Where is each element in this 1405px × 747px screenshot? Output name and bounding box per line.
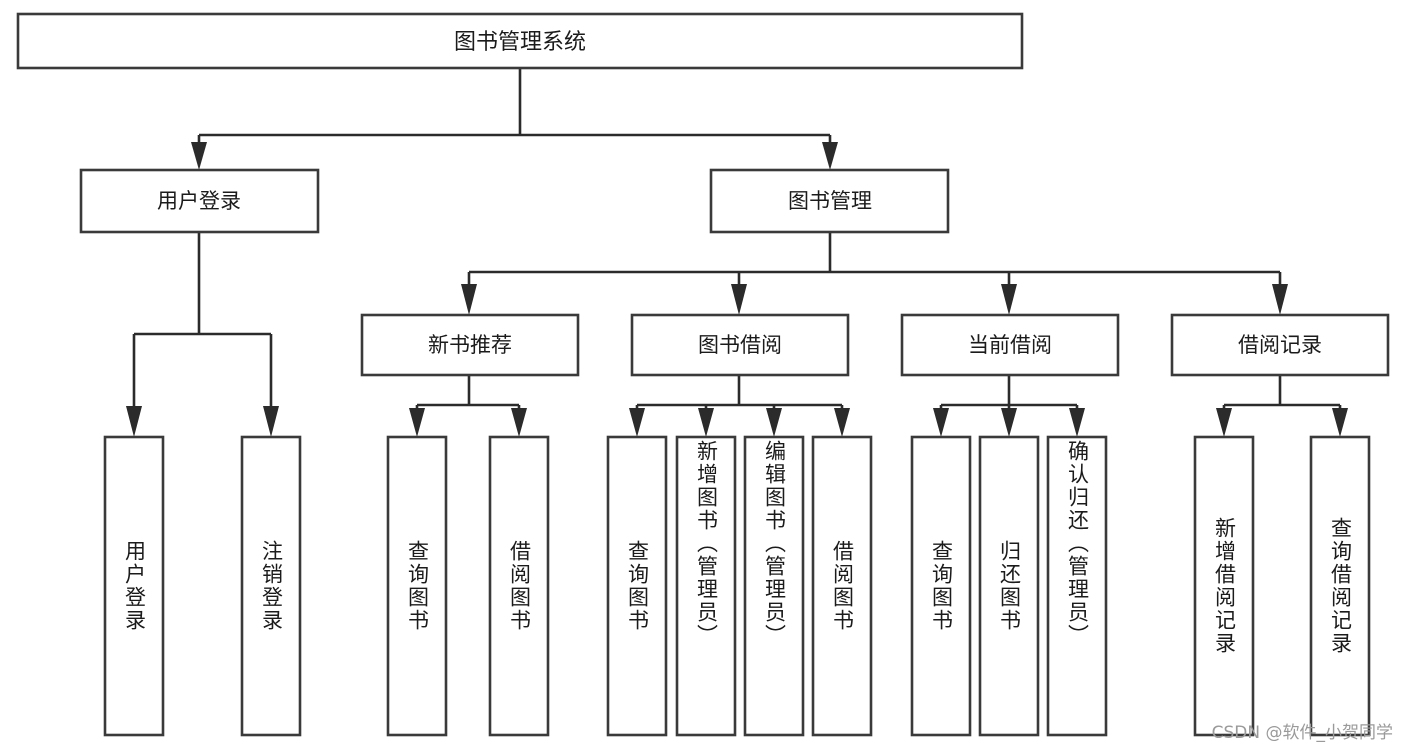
arrow-head-borrow-record-leaf-1	[1216, 408, 1232, 437]
node-book-management[interactable]: 图书管理	[709, 168, 950, 234]
node-root-label: 图书管理系统	[454, 30, 586, 55]
leaf-box-new-book-2[interactable]	[488, 435, 550, 737]
arrow-head-new-book	[461, 284, 477, 315]
node-book-management-box	[709, 168, 950, 234]
connector-group-book-borrow-leaves	[629, 375, 850, 437]
node-book-borrow[interactable]: 图书借阅	[630, 313, 850, 377]
node-book-borrow-box	[630, 313, 850, 377]
arrow-head-current-borrow-leaf-1	[933, 408, 949, 437]
leaf-box-book-borrow-4[interactable]	[811, 435, 873, 737]
leaf-box-current-borrow-2[interactable]	[978, 435, 1040, 737]
arrow-head-new-book-leaf-1	[409, 408, 425, 437]
arrow-head-book-borrow-leaf-1	[629, 408, 645, 437]
arrow-head-current-borrow	[1001, 284, 1017, 315]
node-new-book-recommend[interactable]: 新书推荐	[360, 313, 580, 377]
arrow-head-new-book-leaf-2	[511, 408, 527, 437]
arrow-head-book-borrow-leaf-2	[698, 408, 714, 437]
node-user-login[interactable]: 用户登录	[79, 168, 320, 234]
node-book-management-label: 图书管理	[788, 189, 872, 213]
leaf-box-borrow-record-2[interactable]	[1309, 435, 1371, 737]
arrow-head-book-mgmt	[822, 142, 838, 170]
arrow-head-user-login	[191, 142, 207, 170]
node-root-box	[16, 12, 1024, 70]
node-current-borrow[interactable]: 当前借阅	[900, 313, 1120, 377]
connector-group-root	[191, 68, 838, 170]
node-user-login-box	[79, 168, 320, 234]
connector-group-current-borrow-leaves	[933, 375, 1085, 437]
connector-group-new-book-leaves	[409, 375, 527, 437]
node-book-borrow-label: 图书借阅	[698, 333, 782, 357]
node-current-borrow-label: 当前借阅	[968, 333, 1052, 357]
leaf-box-user-login-2[interactable]	[240, 435, 302, 737]
node-current-borrow-box	[900, 313, 1120, 377]
node-borrow-record-box	[1170, 313, 1390, 377]
leaf-box-book-borrow-1[interactable]	[606, 435, 668, 737]
arrow-head-book-borrow-leaf-3	[766, 408, 782, 437]
arrow-head-current-borrow-leaf-3	[1069, 408, 1085, 437]
node-user-login-label: 用户登录	[157, 189, 241, 213]
leaf-box-new-book-1[interactable]	[386, 435, 448, 737]
arrow-head-book-borrow	[731, 284, 747, 315]
connector-group-user-login-leaves	[126, 232, 279, 437]
arrow-head-user-login-leaf-1	[126, 406, 142, 437]
node-new-book-recommend-box	[360, 313, 580, 377]
arrow-head-borrow-record	[1272, 284, 1288, 315]
leaf-box-book-borrow-3[interactable]	[743, 435, 805, 737]
connector-group-borrow-record-leaves	[1216, 375, 1348, 437]
node-borrow-record[interactable]: 借阅记录	[1170, 313, 1390, 377]
node-borrow-record-label: 借阅记录	[1238, 333, 1322, 357]
node-new-book-recommend-label: 新书推荐	[428, 333, 512, 357]
leaf-box-current-borrow-1[interactable]	[910, 435, 972, 737]
leaf-box-borrow-record-1[interactable]	[1193, 435, 1255, 737]
arrow-head-book-borrow-leaf-4	[834, 408, 850, 437]
leaf-box-current-borrow-3[interactable]	[1046, 435, 1108, 737]
leaf-box-book-borrow-2[interactable]	[675, 435, 737, 737]
arrow-head-user-login-leaf-2	[263, 406, 279, 437]
leaf-box-user-login-1[interactable]	[103, 435, 165, 737]
arrow-head-current-borrow-leaf-2	[1001, 408, 1017, 437]
connector-group-book-mgmt	[461, 232, 1288, 315]
node-root-book-management-system[interactable]: 图书管理系统	[16, 12, 1024, 70]
arrow-head-borrow-record-leaf-2	[1332, 408, 1348, 437]
